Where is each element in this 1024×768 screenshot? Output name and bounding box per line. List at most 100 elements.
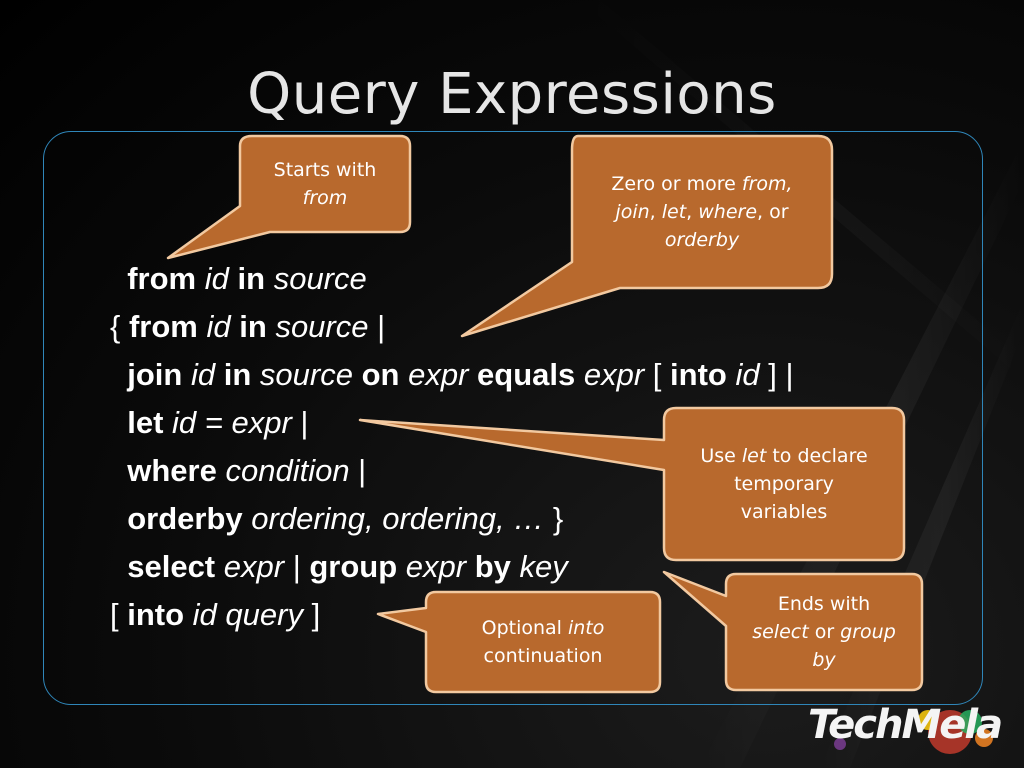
code-text [265, 261, 274, 296]
code-keyword: where [127, 453, 217, 488]
code-placeholder: id [190, 357, 216, 392]
code-text [110, 357, 127, 392]
code-keyword: by [474, 549, 511, 584]
callout-segment: temporary [734, 473, 834, 495]
code-placeholder: source [273, 261, 367, 296]
callout-line: temporary [700, 470, 867, 498]
code-text: [ [644, 357, 671, 392]
callout-segment: from, [741, 173, 793, 195]
techmela-logo-text: TechMela [808, 702, 1003, 748]
code-text [182, 357, 191, 392]
code-text [110, 453, 127, 488]
techmela-logo-splash [834, 710, 993, 754]
code-placeholder: id = expr [172, 405, 292, 440]
code-line: from id in source [110, 255, 794, 303]
callout-segment: join [615, 201, 650, 223]
code-text [110, 549, 127, 584]
code-text [229, 261, 238, 296]
code-text [511, 549, 520, 584]
code-keyword: join [127, 357, 183, 392]
callout-segment: , [649, 201, 662, 223]
code-text [397, 549, 406, 584]
callout-segment: to declare [766, 445, 868, 467]
code-placeholder: condition [225, 453, 350, 488]
callout-line: Starts with [274, 156, 377, 184]
callout-segment: , or [757, 201, 789, 223]
code-keyword: equals [477, 357, 576, 392]
code-text: ] | [759, 357, 794, 392]
callout-line: by [752, 646, 896, 674]
code-text [243, 501, 252, 536]
callout-segment: Starts with [273, 159, 377, 181]
code-text [215, 357, 224, 392]
callout-line: Zero or more from, [611, 170, 792, 198]
code-placeholder: expr [408, 357, 469, 392]
callout-segment: into [567, 617, 605, 639]
callout-line: from [274, 184, 377, 212]
code-keyword: in [239, 309, 267, 344]
code-line: orderby ordering, ordering, … } [110, 495, 794, 543]
callout-segment: orderby [664, 229, 740, 251]
code-placeholder: ordering, ordering, … [251, 501, 545, 536]
callout-segment: , [686, 201, 699, 223]
code-line: let id = expr | [110, 399, 794, 447]
code-placeholder: source [275, 309, 369, 344]
callout-segment: or [808, 621, 841, 643]
callout-segment: select [752, 621, 809, 643]
code-placeholder: id [204, 261, 229, 296]
callout-line: Ends with [752, 590, 896, 618]
callout-line: orderby [611, 226, 792, 254]
code-text [251, 357, 260, 392]
callout-segment: let [741, 445, 767, 467]
code-text: [ [110, 597, 128, 632]
code-text [399, 357, 408, 392]
callout-segment: continuation [483, 645, 603, 667]
code-placeholder: id query [192, 597, 303, 632]
code-text: } [544, 501, 564, 536]
callout-segment: where [698, 201, 758, 223]
code-text [110, 261, 127, 296]
code-keyword: in [237, 261, 266, 296]
code-placeholder: key [519, 549, 568, 584]
callout-line: Use let to declare [700, 442, 867, 470]
code-text: ] [302, 597, 321, 632]
code-keyword: from [128, 309, 198, 344]
code-line: where condition | [110, 447, 794, 495]
code-keyword: group [309, 549, 398, 584]
code-text: { [110, 309, 129, 344]
callout-segment: Use [700, 445, 742, 467]
code-placeholder: id [735, 357, 760, 392]
code-text [110, 501, 127, 536]
callout-line: Optional into [482, 614, 605, 642]
code-text: | [349, 453, 367, 488]
code-placeholder: expr [405, 549, 467, 584]
code-text: | [368, 309, 386, 344]
callout-segment: Zero or more [611, 173, 742, 195]
code-text: | [291, 405, 309, 440]
callout-segment: by [812, 649, 836, 671]
callout-segment: group [840, 621, 896, 643]
code-line: { from id in source | [110, 303, 794, 351]
code-text [110, 405, 127, 440]
code-line: join id in source on expr equals expr [ … [110, 351, 794, 399]
code-line: select expr | group expr by key [110, 543, 794, 591]
code-text [184, 597, 193, 632]
callout-starts-with: Starts with from [242, 140, 408, 228]
query-syntax-code: from id in source{ from id in source | j… [110, 255, 794, 639]
code-line: [ into id query ] [110, 591, 794, 639]
code-text [215, 549, 224, 584]
code-text [353, 357, 362, 392]
code-keyword: on [361, 357, 400, 392]
code-text [468, 357, 477, 392]
code-keyword: into [127, 597, 185, 632]
callout-text: Optional into continuation [482, 614, 605, 670]
callout-optional-into: Optional into continuation [428, 596, 658, 688]
code-keyword: orderby [127, 501, 243, 536]
callout-text: Starts with from [274, 156, 377, 212]
code-placeholder: expr [223, 549, 285, 584]
code-text: | [284, 549, 310, 584]
